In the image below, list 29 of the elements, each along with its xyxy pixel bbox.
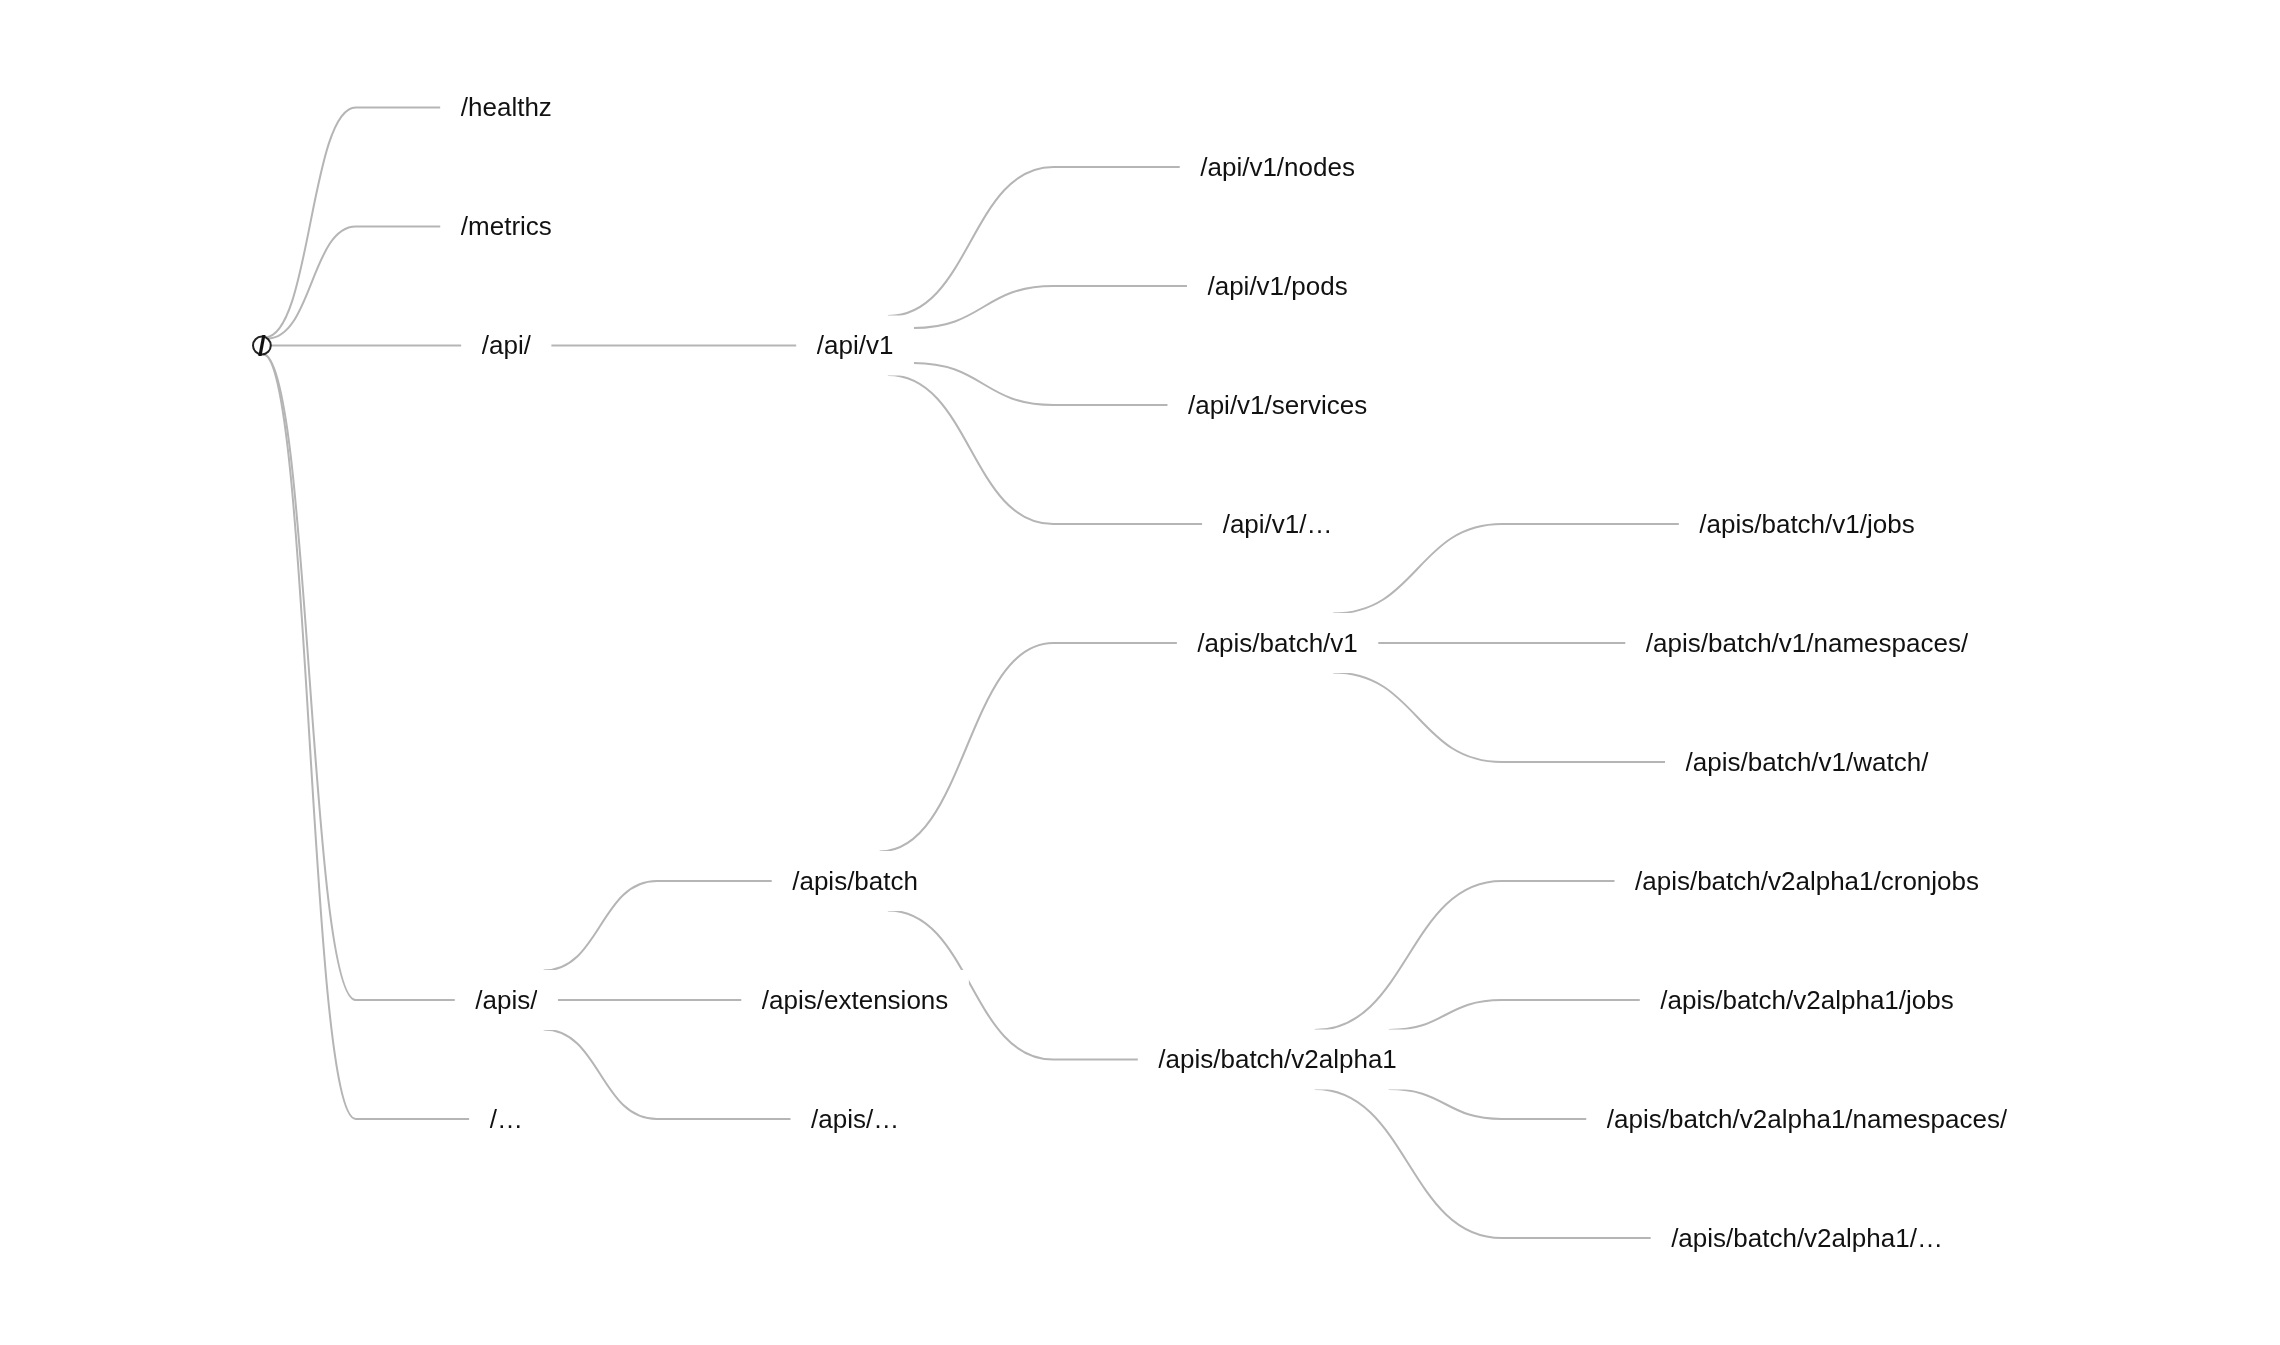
node-text: /apis/batch/v2alpha1/jobs	[1660, 984, 1954, 1015]
node-text: /api/v1/services	[1187, 389, 1368, 420]
node-text: /metrics	[460, 210, 552, 241]
node-text: /apis/batch	[792, 865, 918, 896]
connector	[1376, 641, 1627, 644]
connector	[266, 225, 442, 340]
node-text: /…	[489, 1103, 523, 1134]
node-text: /apis/batch/v1/jobs	[1699, 508, 1915, 539]
node-text: /apis/batch/v1/watch/	[1685, 746, 1929, 777]
node-circle: /	[251, 335, 272, 356]
node-text: /apis/batch/v2alpha1/namespaces/	[1606, 1103, 2008, 1134]
connector	[261, 353, 471, 1120]
connector	[264, 106, 442, 338]
node-text: /apis/extensions	[761, 984, 949, 1015]
node-text: /apis/batch/v1	[1197, 627, 1358, 658]
node-text: /healthz	[460, 91, 552, 122]
node-text: /apis/batch/v2alpha1/cronjobs	[1634, 865, 1979, 896]
node-text: /apis/batch/v2alpha1/…	[1671, 1222, 1943, 1253]
connector	[549, 344, 798, 347]
connector	[556, 998, 743, 1001]
node-text: /apis/batch/v1/namespaces/	[1645, 627, 1969, 658]
node-text: /api/	[481, 329, 531, 360]
node-text: /apis/…	[810, 1103, 900, 1134]
node-text: /apis/	[475, 984, 538, 1015]
node-text: /api/v1/…	[1222, 508, 1333, 539]
node-text: /api/v1/nodes	[1200, 151, 1355, 182]
node-text: /api/v1/pods	[1207, 270, 1348, 301]
connector	[912, 361, 1169, 406]
connector	[912, 284, 1189, 329]
